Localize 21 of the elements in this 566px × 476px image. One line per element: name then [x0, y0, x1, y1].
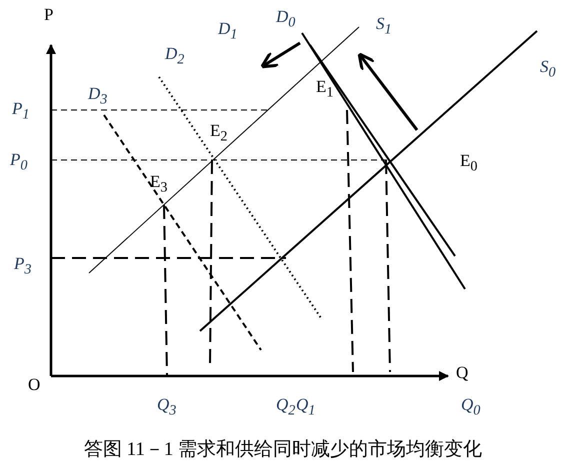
curve-label: S$_{0}$ [540, 58, 556, 80]
point-label: E$_{3}$ [150, 173, 168, 195]
origin-label: O [28, 376, 40, 393]
point-label: E$_{0}$ [460, 152, 478, 174]
quantity-label: Q$_{2}$ [276, 396, 296, 418]
axis-label: P [44, 6, 54, 23]
price-label: P$_{1}$ [12, 100, 30, 122]
point-label: E$_{2}$ [210, 122, 228, 144]
point-label: E$_{1}$ [316, 78, 334, 100]
curve-label: S$_{1}$ [376, 15, 392, 37]
price-label: P$_{3}$ [14, 255, 32, 277]
curve-label: D$_{1}$ [218, 20, 238, 42]
quantity-label: Q$_{3}$ [157, 396, 176, 418]
curve-label: D$_{0}$ [276, 8, 296, 30]
axis-label: Q [456, 364, 468, 381]
figure-caption: 答图 11－1 需求和供给同时减少的市场均衡变化 [82, 438, 484, 462]
curve-label: D$_{2}$ [165, 45, 184, 67]
price-label: P$_{0}$ [10, 151, 28, 173]
curve-label: D$_{3}$ [88, 85, 108, 107]
quantity-label: Q$_{1}$ [296, 396, 316, 418]
quantity-label: Q$_{0}$ [461, 396, 480, 418]
